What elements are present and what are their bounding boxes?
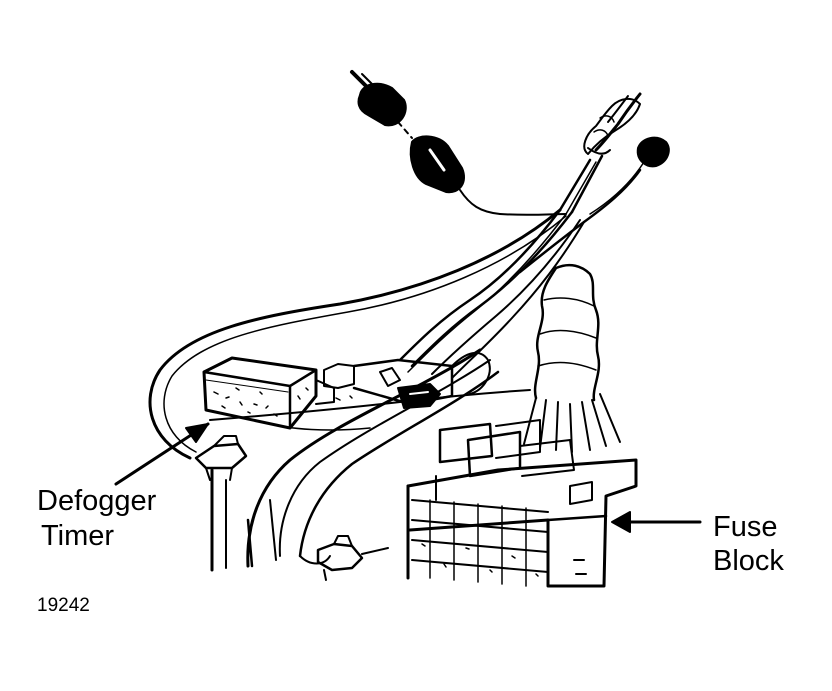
dash-panel [209, 348, 531, 572]
fuse-block [406, 419, 638, 588]
upper-harness [558, 92, 642, 215]
center-connector [323, 351, 491, 409]
figure-number: 19242 [37, 595, 90, 616]
defogger-label-line1: Defogger [37, 485, 157, 517]
wire-bundle [148, 208, 585, 460]
defogger-timer-module [202, 356, 335, 430]
timer-bracket [194, 435, 248, 481]
defogger-timer-arrow [114, 422, 210, 486]
lower-bracket [316, 535, 389, 581]
fuse-label-line2: Block [713, 545, 784, 577]
fuse-block-arrow [611, 511, 702, 533]
taped-bundle [523, 263, 621, 453]
fuse-label-line1: Fuse [713, 511, 778, 543]
top-connector [350, 70, 501, 215]
right-connector [518, 136, 670, 274]
defogger-label-line2: Timer [41, 520, 115, 552]
